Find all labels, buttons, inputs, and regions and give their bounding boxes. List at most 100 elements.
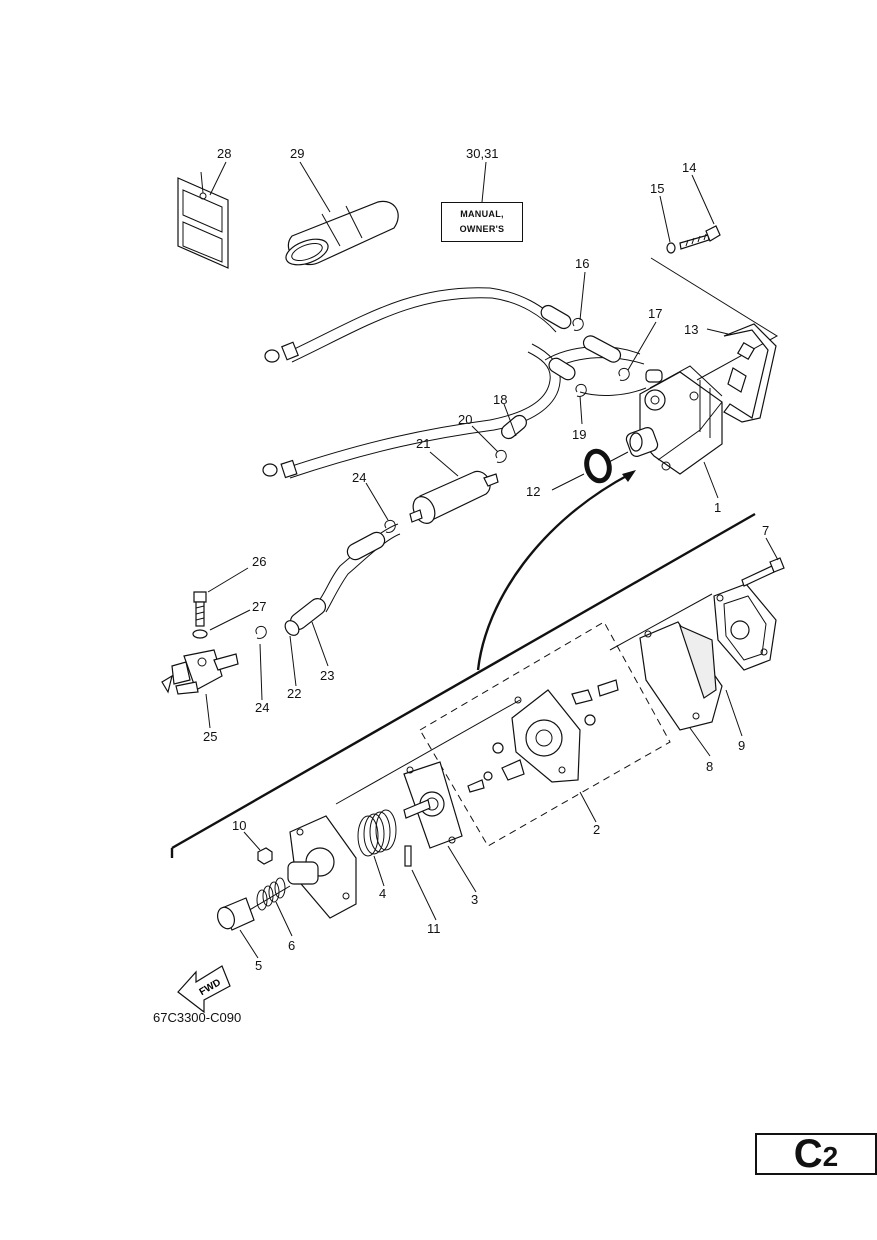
label-3: 3 <box>471 892 478 907</box>
part-11-pin <box>404 845 412 867</box>
leader-1 <box>703 461 719 499</box>
leader-17 <box>627 321 657 371</box>
leader-15 <box>659 195 671 243</box>
detail-arrow <box>622 470 636 482</box>
part-10-nut <box>257 847 273 865</box>
leader-16 <box>579 271 586 321</box>
fuel-hose-lower <box>262 343 561 479</box>
label-18: 18 <box>493 392 507 407</box>
leader-24-upper <box>365 482 389 521</box>
page-code-letter: C <box>793 1132 823 1176</box>
label-22: 22 <box>287 686 301 701</box>
leader-13 <box>706 328 729 335</box>
leader-29 <box>299 161 331 213</box>
part-25-fuel-joint <box>161 649 239 695</box>
part-13-bracket <box>723 323 777 423</box>
leader-12 <box>551 473 585 491</box>
leader-30-31 <box>481 161 487 203</box>
leader-2 <box>579 791 597 823</box>
leader-7 <box>765 537 779 561</box>
part-15-washer <box>666 242 676 254</box>
page-code-box: C 2 <box>755 1133 877 1175</box>
label-24-lower: 24 <box>255 700 269 715</box>
detail-arc <box>476 472 631 671</box>
part-23-hose <box>284 523 401 636</box>
leader-8 <box>689 727 711 757</box>
leader-18 <box>503 403 517 437</box>
label-8: 8 <box>706 759 713 774</box>
part-16-clip <box>572 317 584 331</box>
part-1-fuel-pump <box>625 365 723 475</box>
part-12-o-ring <box>584 448 612 484</box>
label-27: 27 <box>252 599 266 614</box>
leader-21 <box>429 451 459 477</box>
label-4: 4 <box>379 886 386 901</box>
label-13: 13 <box>684 322 698 337</box>
leader-28 <box>209 161 227 196</box>
label-6: 6 <box>288 938 295 953</box>
label-9: 9 <box>738 738 745 753</box>
detail-divider-line <box>171 512 756 850</box>
label-17: 17 <box>648 306 662 321</box>
page-code-number: 2 <box>822 1141 839 1172</box>
assembly-line-12 <box>608 451 629 463</box>
label-14: 14 <box>682 160 696 175</box>
label-16: 16 <box>575 256 589 271</box>
part-19-clip <box>575 383 587 397</box>
leader-24-lower <box>259 643 263 701</box>
part-5-plunger <box>216 897 255 931</box>
part-20-clip <box>495 449 507 463</box>
pump-lower-housing <box>287 815 357 919</box>
leader-25 <box>205 693 211 729</box>
part-24-clip-lower <box>255 625 267 639</box>
label-23: 23 <box>320 668 334 683</box>
label-28: 28 <box>217 146 231 161</box>
fuel-pump-hoses-right <box>501 335 647 440</box>
assembly-line-13 <box>650 257 778 381</box>
label-7: 7 <box>762 523 769 538</box>
label-30-31: 30,31 <box>466 146 499 161</box>
manual-line-1: MANUAL, <box>460 209 504 219</box>
part-27-washer <box>192 629 208 639</box>
label-21: 21 <box>416 436 430 451</box>
part-8-diaphragm <box>639 621 723 731</box>
fuel-hose-upper <box>264 287 572 363</box>
fwd-arrow: FWD <box>177 965 231 1014</box>
label-15: 15 <box>650 181 664 196</box>
part-14-bolt <box>679 225 721 250</box>
part-21-fuel-filter <box>409 470 499 524</box>
leader-27 <box>209 609 251 631</box>
part-2-kit-boundary <box>419 621 671 847</box>
label-26: 26 <box>252 554 266 569</box>
leader-23 <box>311 621 329 667</box>
part-3-diaphragm <box>403 761 463 849</box>
part-29-bag <box>285 200 399 266</box>
leader-6 <box>275 901 293 937</box>
figure-code: 67C3300-C090 <box>153 1010 242 1025</box>
label-24-upper: 24 <box>352 470 366 485</box>
part-6-spring <box>256 877 286 911</box>
label-20: 20 <box>458 412 472 427</box>
leader-4 <box>373 855 385 887</box>
manual-line-2: OWNER'S <box>459 224 505 234</box>
part-24-clip-upper <box>384 519 396 533</box>
label-29: 29 <box>290 146 304 161</box>
label-1: 1 <box>714 500 721 515</box>
part-28-tag <box>177 171 229 269</box>
leader-11 <box>411 869 437 921</box>
leader-22 <box>289 635 297 687</box>
leader-19 <box>579 395 583 425</box>
leader-3 <box>447 845 477 893</box>
label-12: 12 <box>526 484 540 499</box>
part-7-bolt <box>741 557 785 587</box>
leader-26 <box>207 567 249 593</box>
label-11: 11 <box>427 921 441 936</box>
owners-manual-label: MANUAL, OWNER'S <box>441 202 523 242</box>
leader-20 <box>471 425 499 453</box>
part-9-cover <box>713 583 777 671</box>
leader-10 <box>243 831 261 851</box>
label-5: 5 <box>255 958 262 973</box>
label-19: 19 <box>572 427 586 442</box>
part-17-clip <box>618 367 630 381</box>
